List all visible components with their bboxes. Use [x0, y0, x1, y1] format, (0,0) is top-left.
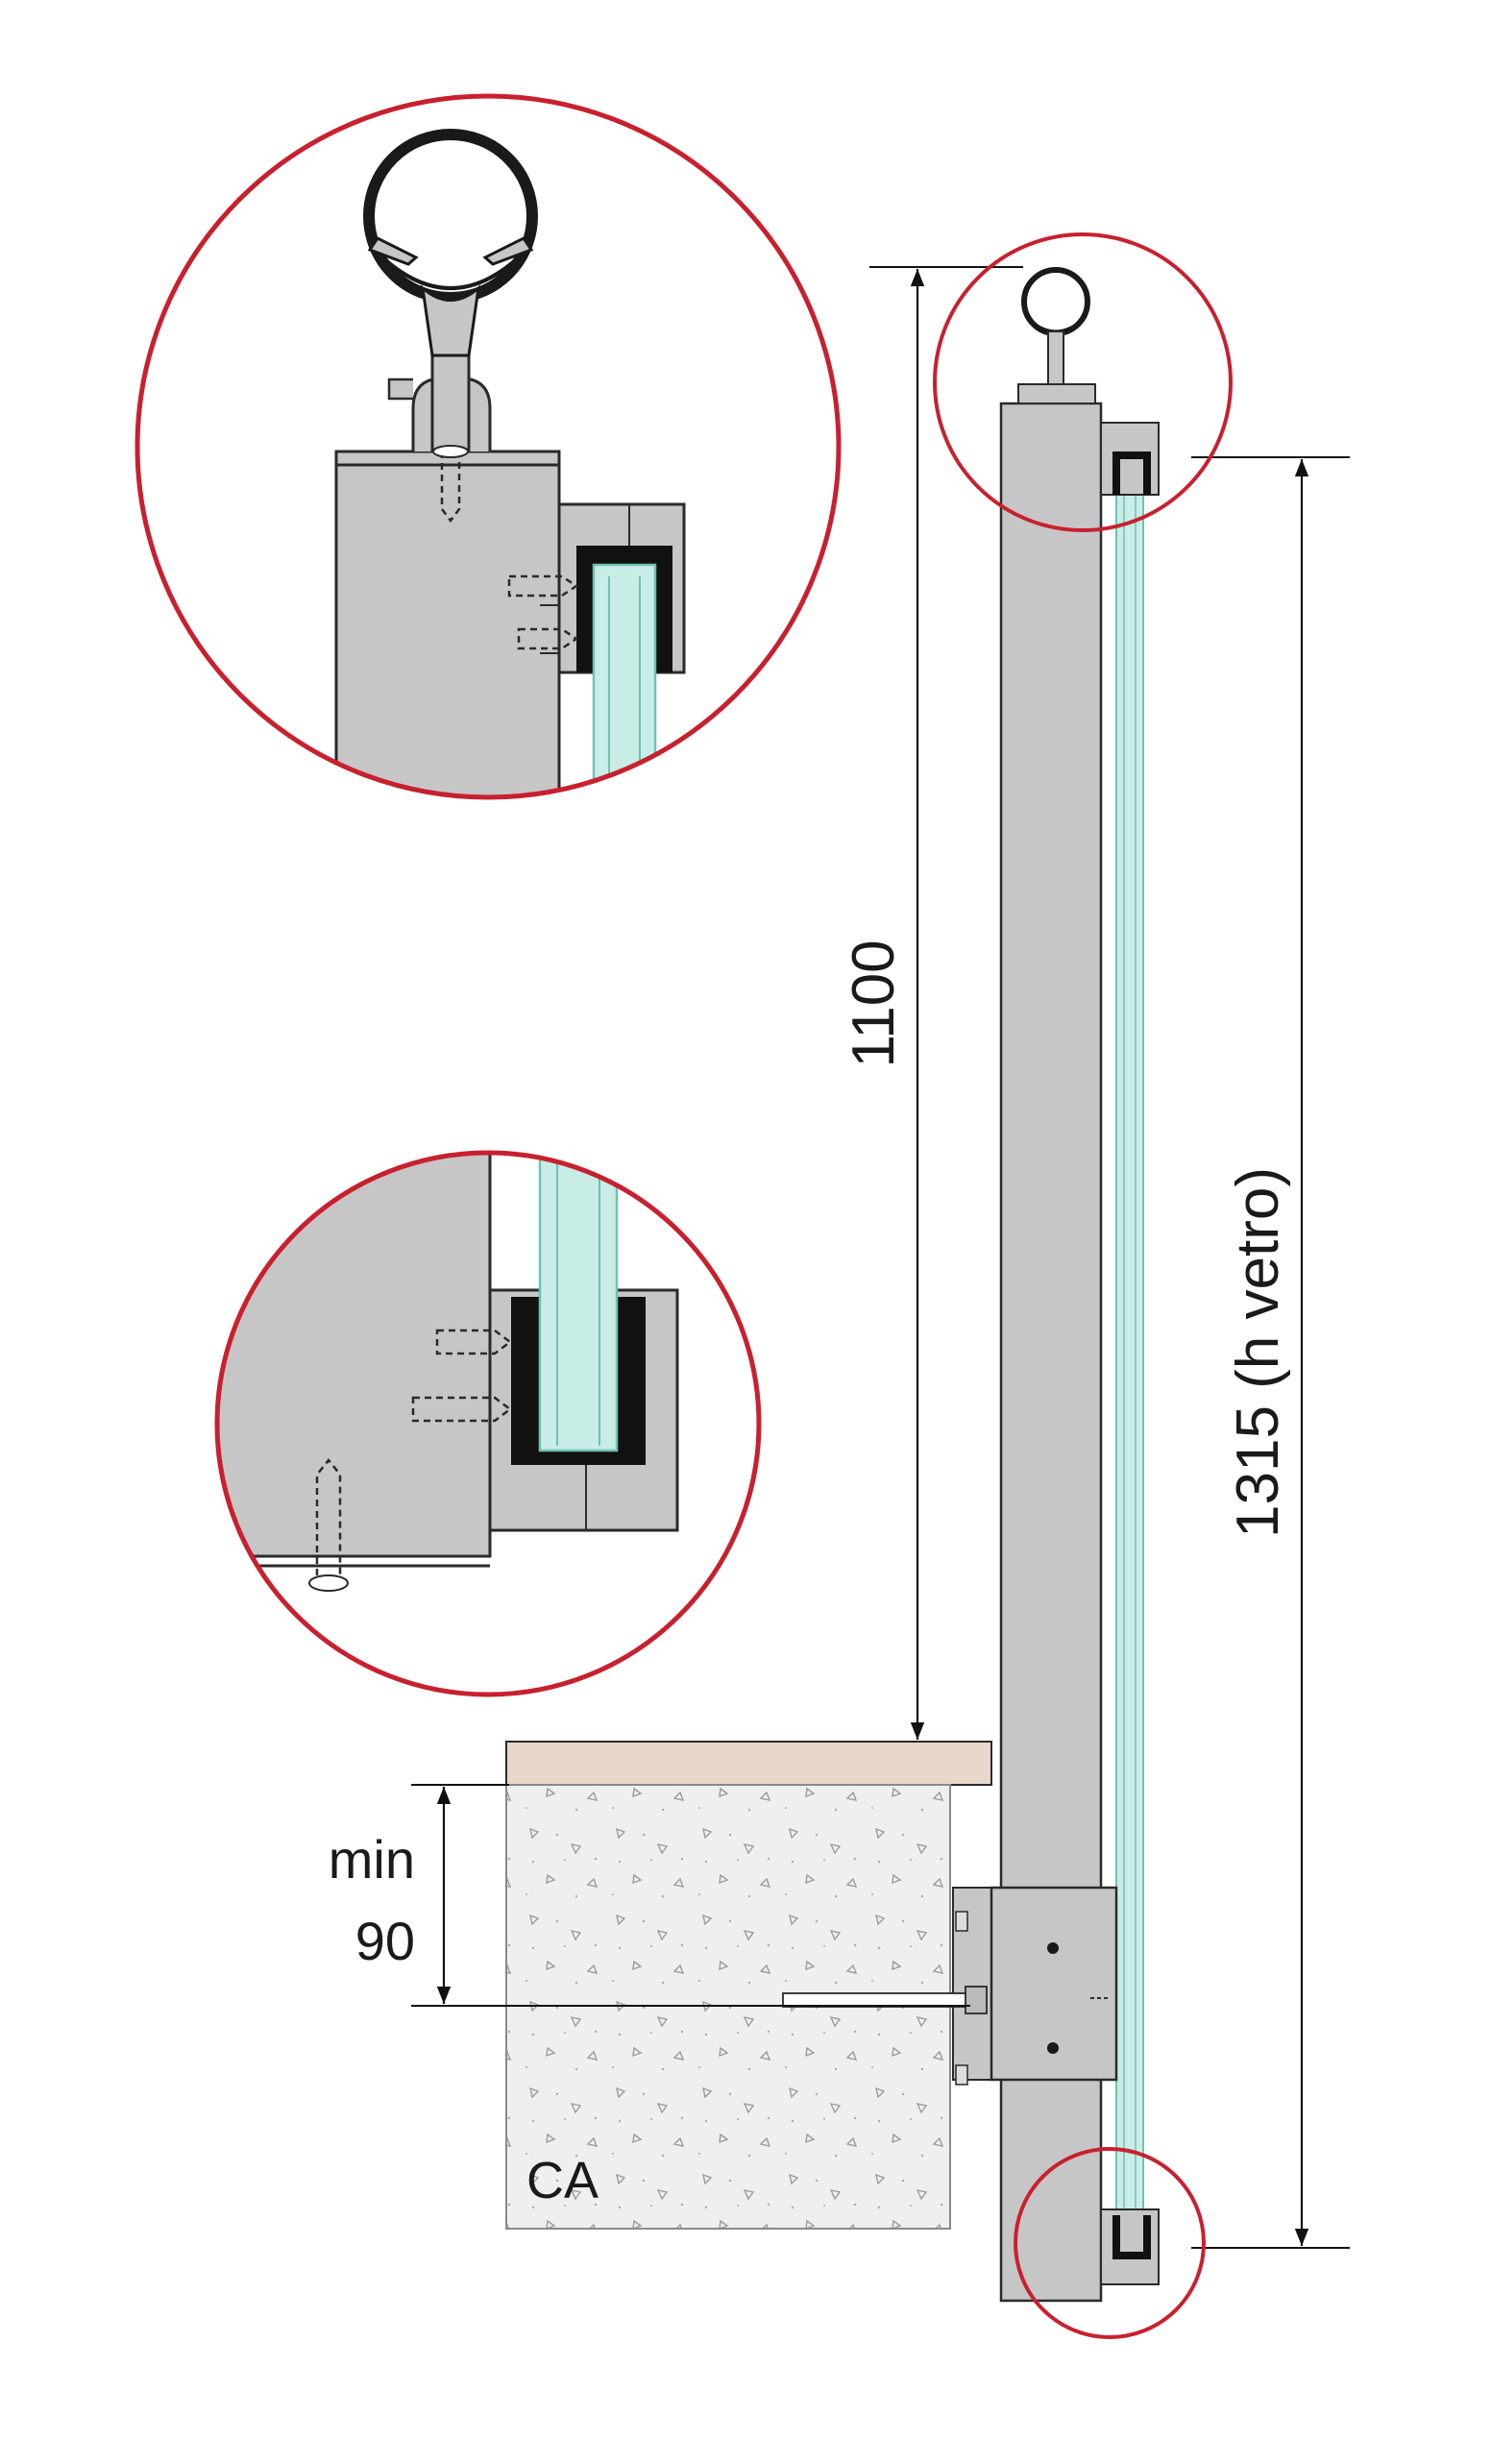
base-bracket [782, 1886, 1118, 2086]
dimension-min-label: min [329, 1829, 415, 1890]
detail-marker-top [933, 232, 1233, 532]
handrail [1017, 267, 1096, 404]
dimension-1315-label: 1315 (h vetro) [1225, 1167, 1291, 1538]
dimension-90-label: 90 [355, 1911, 415, 1971]
detail-top [134, 93, 842, 800]
main-elevation: CA [505, 267, 1160, 2303]
concrete-label: CA [526, 2152, 599, 2209]
dimension-1100: 1100 [841, 266, 1023, 1740]
glass-pane [1115, 479, 1144, 2249]
bottom-glass-clamp [1100, 2208, 1160, 2285]
floor-finish-slab [505, 1741, 992, 1786]
detail-marker-bottom [1014, 2147, 1206, 2339]
dimension-1315: 1315 (h vetro) [1191, 456, 1350, 2249]
dimension-1100-label: 1100 [841, 939, 907, 1067]
top-glass-clamp [1100, 422, 1160, 496]
detail-bottom [214, 1150, 762, 1697]
dimension-min-90: min 90 [329, 1784, 970, 2007]
